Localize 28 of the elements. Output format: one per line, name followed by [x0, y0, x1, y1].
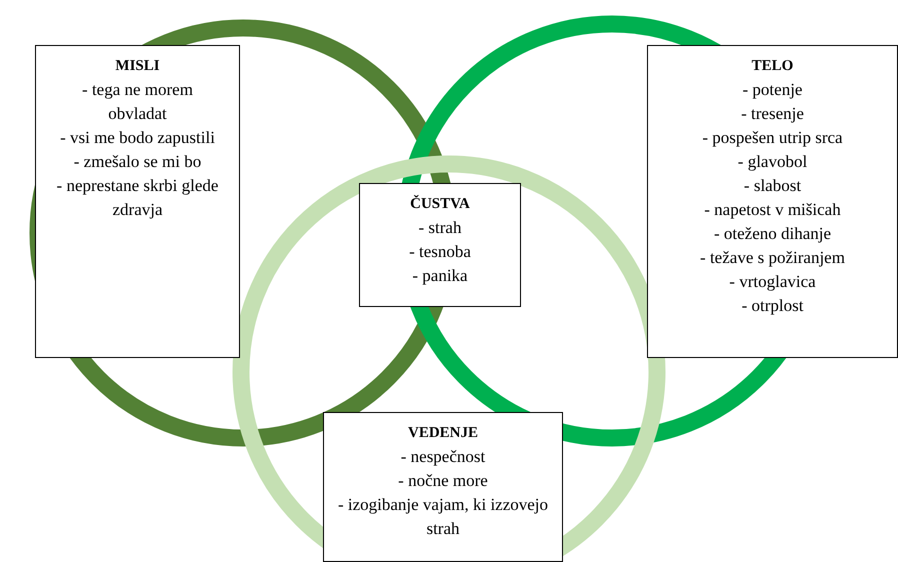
list-item: - težave s požiranjem [699, 247, 846, 269]
text-box [359, 183, 521, 307]
text-box [323, 412, 563, 562]
list-item: - tega ne morem obvladat [81, 79, 194, 125]
list-item: - panika [411, 265, 469, 287]
box-heading: VEDENJE [406, 424, 479, 443]
list-item: - izogibanje vajam, ki izzovejo strah [336, 494, 550, 540]
list-item: - strah [418, 217, 462, 239]
list-item: - slabost [742, 175, 802, 197]
box-heading: MISLI [114, 57, 161, 76]
list-item: - zmešalo se mi bo [72, 151, 202, 173]
list-item: - nespečnost [400, 446, 486, 468]
list-item: - vrtoglavica [728, 271, 817, 293]
list-item: - glavobol [736, 151, 808, 173]
list-item: - otrplost [740, 295, 804, 317]
list-item: - potenje [742, 79, 804, 101]
box-heading: TELO [750, 57, 794, 76]
list-item: - vsi me bodo zapustili [59, 127, 216, 149]
text-box [35, 45, 240, 358]
list-item: - tesnoba [408, 241, 472, 263]
list-item: - oteženo dihanje [712, 223, 832, 245]
box-heading: ČUSTVA [409, 194, 471, 214]
text-box [647, 45, 898, 358]
list-item: - napetost v mišicah [703, 199, 842, 221]
list-item: - neprestane skrbi glede zdravja [56, 175, 220, 221]
list-item: - tresenje [740, 103, 805, 125]
list-item: - pospešen utrip srca [701, 127, 844, 149]
list-item: - nočne more [397, 470, 489, 492]
